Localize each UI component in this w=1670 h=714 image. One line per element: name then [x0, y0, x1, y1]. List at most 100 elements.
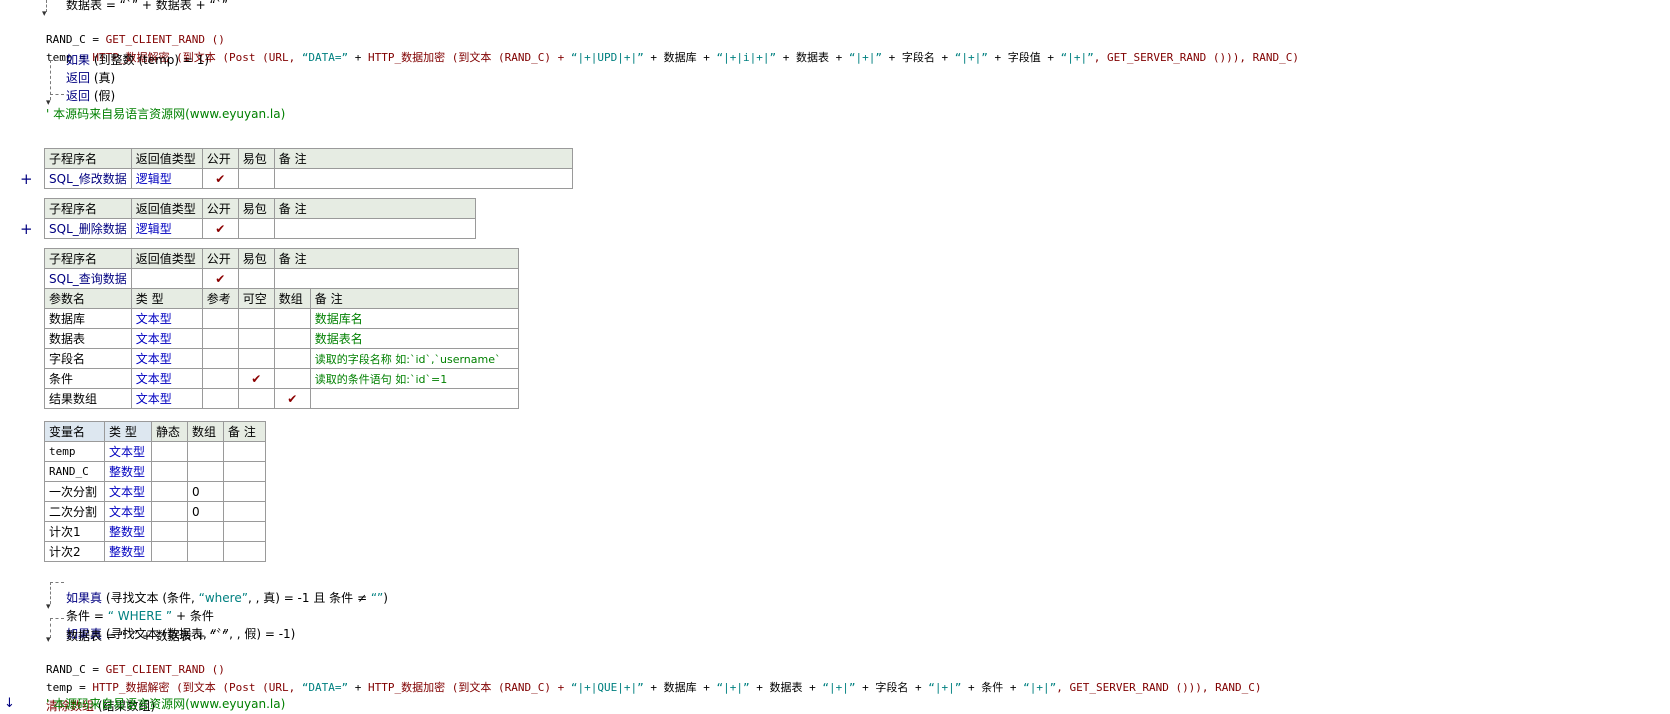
note-cell[interactable] [223, 481, 266, 502]
note-cell[interactable] [273, 268, 520, 289]
return-type[interactable] [130, 268, 203, 289]
nullable-check-icon[interactable]: ✔ [237, 368, 275, 389]
ref-cell[interactable] [201, 368, 239, 389]
public-check-icon[interactable]: ✔ [201, 268, 239, 289]
variable-row[interactable]: temp 文本型 [44, 441, 266, 462]
expand-plus-icon[interactable]: + [20, 170, 33, 188]
easy-pkg-cell[interactable] [237, 218, 275, 239]
param-note[interactable]: 数据表名 [309, 328, 520, 349]
code-line[interactable]: 条件 = “ WHERE ” + 条件 [66, 592, 214, 623]
array-cell[interactable] [273, 368, 311, 389]
note-cell[interactable] [223, 521, 266, 542]
code-line[interactable]: 如果真 (寻找文本 (条件, “where”, , 真) = -1 且 条件 ≠… [66, 574, 388, 605]
return-type[interactable]: 逻辑型 [130, 218, 203, 239]
code-line[interactable]: temp = HTTP_数据解密 (到文本 (Post (URL, “DATA=… [46, 34, 1299, 64]
variable-row[interactable]: RAND_C 整数型 [44, 461, 266, 482]
variable-type[interactable]: 整数型 [104, 461, 152, 482]
param-name[interactable]: 结果数组 [44, 388, 132, 409]
static-cell[interactable] [151, 441, 188, 462]
variable-name[interactable]: RAND_C [44, 461, 105, 482]
code-line[interactable]: temp = HTTP_数据解密 (到文本 (Post (URL, “DATA=… [46, 664, 1262, 694]
array-cell[interactable] [273, 348, 311, 369]
array-cell[interactable] [273, 328, 311, 349]
variable-name[interactable]: 二次分割 [44, 501, 105, 522]
param-name[interactable]: 数据库 [44, 308, 132, 329]
param-name[interactable]: 字段名 [44, 348, 132, 369]
nullable-cell[interactable] [237, 308, 275, 329]
param-row[interactable]: 字段名 文本型 读取的字段名称 如:`id`,`username` [44, 348, 520, 369]
param-row[interactable]: 数据表 文本型 数据表名 [44, 328, 520, 349]
code-comment[interactable]: ' 本源码来自易语言资源网(www.eyuyan.la) [46, 697, 286, 711]
note-cell[interactable] [223, 441, 266, 462]
variable-type[interactable]: 文本型 [104, 481, 152, 502]
param-type[interactable]: 文本型 [130, 368, 203, 389]
nullable-cell[interactable] [237, 388, 275, 409]
down-arrow-icon[interactable]: ↓ [4, 696, 15, 711]
note-cell[interactable] [273, 218, 477, 239]
subroutine-name[interactable]: SQL_查询数据 [44, 268, 132, 289]
note-cell[interactable] [223, 501, 266, 522]
static-cell[interactable] [151, 541, 188, 562]
variable-row[interactable]: 计次1 整数型 [44, 521, 266, 542]
param-row[interactable]: 结果数组 文本型 ✔ [44, 388, 520, 409]
code-line[interactable]: 返回 (假) [66, 88, 115, 104]
array-cell[interactable] [187, 461, 224, 482]
static-cell[interactable] [151, 501, 188, 522]
variable-row[interactable]: 二次分割 文本型 0 [44, 501, 266, 522]
static-cell[interactable] [151, 461, 188, 482]
variable-row[interactable]: 一次分割 文本型 0 [44, 481, 266, 502]
static-cell[interactable] [151, 481, 188, 502]
code-line[interactable]: 如果真 (寻找文本 (数据表, “`”, , 假) = -1) [66, 610, 295, 641]
param-type[interactable]: 文本型 [130, 328, 203, 349]
expand-plus-icon[interactable]: + [20, 220, 33, 238]
array-cell[interactable] [273, 308, 311, 329]
nullable-cell[interactable] [237, 328, 275, 349]
ref-cell[interactable] [201, 388, 239, 409]
code-comment[interactable]: ' 本源码来自易语言资源网(www.eyuyan.la) [46, 107, 286, 121]
param-name[interactable]: 条件 [44, 368, 132, 389]
param-type[interactable]: 文本型 [130, 388, 203, 409]
variable-name[interactable]: temp [44, 441, 105, 462]
param-row[interactable]: 条件 文本型 ✔ 读取的条件语句 如:`id`=1 [44, 368, 520, 389]
easy-pkg-cell[interactable] [237, 268, 275, 289]
param-note[interactable]: 数据库名 [309, 308, 520, 329]
easy-pkg-cell[interactable] [237, 168, 275, 189]
array-cell[interactable] [187, 521, 224, 542]
array-cell[interactable] [187, 541, 224, 562]
variable-type[interactable]: 整数型 [104, 521, 152, 542]
ref-cell[interactable] [201, 308, 239, 329]
ref-cell[interactable] [201, 328, 239, 349]
static-cell[interactable] [151, 521, 188, 542]
nullable-cell[interactable] [237, 348, 275, 369]
subroutine-name[interactable]: SQL_修改数据 [44, 168, 132, 189]
code-line[interactable]: 返回 (真) [66, 70, 115, 86]
ref-cell[interactable] [201, 348, 239, 369]
public-check-icon[interactable]: ✔ [201, 168, 239, 189]
param-row[interactable]: 数据库 文本型 数据库名 [44, 308, 520, 329]
code-line[interactable]: 数据表 = “`” + 数据表 + “`” [66, 0, 228, 12]
note-cell[interactable] [273, 168, 574, 189]
array-check-icon[interactable]: ✔ [273, 388, 311, 409]
param-name[interactable]: 数据表 [44, 328, 132, 349]
note-cell[interactable] [223, 461, 266, 482]
array-cell[interactable] [187, 441, 224, 462]
param-note[interactable]: 读取的条件语句 如:`id`=1 [309, 368, 520, 389]
variable-type[interactable]: 整数型 [104, 541, 152, 562]
param-type[interactable]: 文本型 [130, 308, 203, 329]
variable-type[interactable]: 文本型 [104, 441, 152, 462]
code-line[interactable]: RAND_C = GET_CLIENT_RAND () [46, 16, 225, 46]
param-note[interactable]: 读取的字段名称 如:`id`,`username` [309, 348, 520, 369]
note-cell[interactable] [223, 541, 266, 562]
array-cell[interactable]: 0 [187, 481, 224, 502]
param-type[interactable]: 文本型 [130, 348, 203, 369]
variable-row[interactable]: 计次2 整数型 [44, 541, 266, 562]
code-line[interactable]: RAND_C = GET_CLIENT_RAND () [46, 646, 225, 676]
public-check-icon[interactable]: ✔ [201, 218, 239, 239]
param-note[interactable] [309, 388, 520, 409]
variable-name[interactable]: 计次1 [44, 521, 105, 542]
return-type[interactable]: 逻辑型 [130, 168, 203, 189]
code-line[interactable]: 如果 (到整数 (temp) = 1) [66, 52, 209, 68]
code-line[interactable]: 数据表 = “`” + 数据表 + “`” [66, 629, 228, 643]
variable-name[interactable]: 一次分割 [44, 481, 105, 502]
array-cell[interactable]: 0 [187, 501, 224, 522]
